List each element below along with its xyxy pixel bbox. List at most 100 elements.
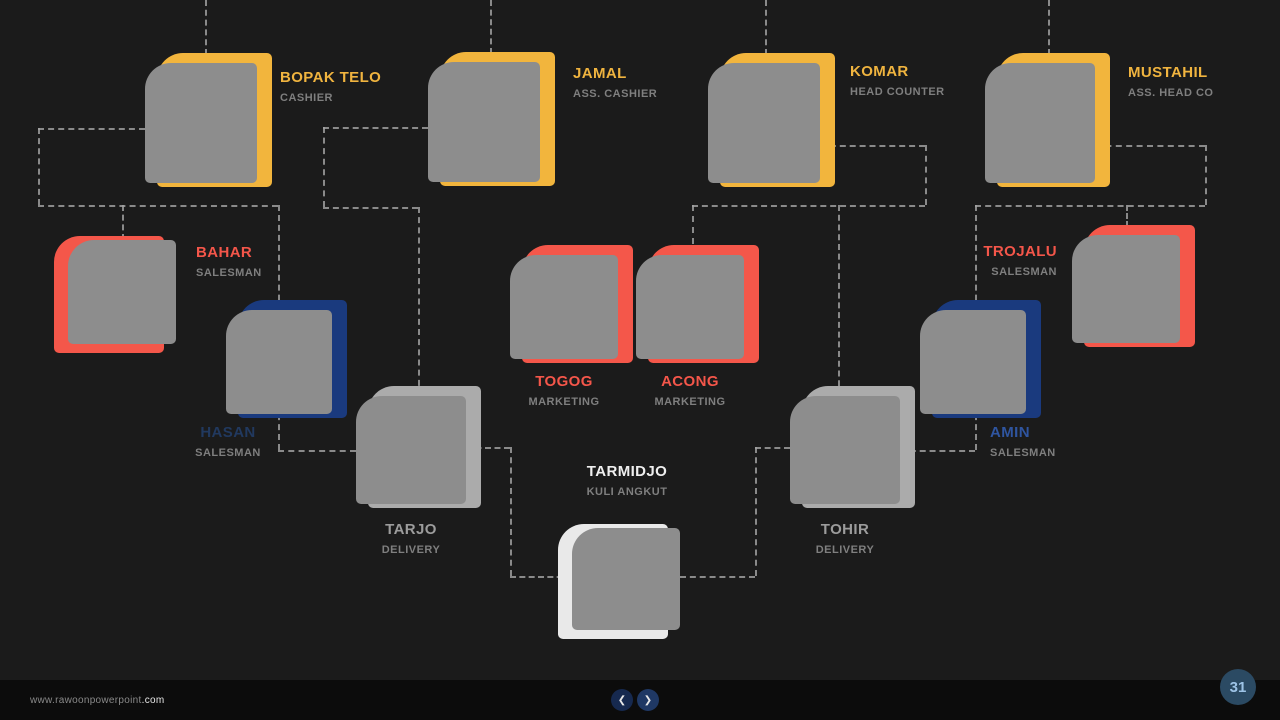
connector-line [1126, 205, 1128, 235]
connector-line [122, 205, 124, 240]
label-komar: KOMAR HEAD COUNTER [850, 63, 945, 98]
node-name: BAHAR [196, 244, 253, 261]
connector-line [692, 205, 925, 207]
node-role: HEAD COUNTER [850, 85, 945, 98]
label-tarmidjo: TARMIDJO KULI ANGKUT [563, 463, 691, 498]
connector-line [838, 205, 840, 396]
connector-line [38, 128, 40, 205]
node-photo-placeholder [708, 63, 820, 183]
connector-line [510, 576, 572, 578]
connector-line [323, 127, 428, 129]
node-photo-placeholder [356, 396, 466, 504]
node-role: SALESMAN [991, 265, 1057, 278]
connector-line [38, 128, 145, 130]
org-node-mustahil [985, 53, 1110, 187]
connector-line [418, 207, 420, 396]
node-photo-placeholder [636, 255, 744, 359]
node-name: TARJO [385, 521, 437, 538]
org-node-hasan [226, 300, 347, 418]
node-name: JAMAL [573, 65, 627, 82]
node-role: ASS. HEAD CO [1128, 86, 1214, 99]
connector-line [323, 207, 418, 209]
node-name: TARMIDJO [586, 463, 668, 480]
node-role: MARKETING [654, 395, 726, 408]
footer-url-base: www.rawoonpowerpoint [30, 695, 142, 706]
org-node-bopak-telo [145, 53, 272, 187]
label-trojalu: TROJALU SALESMAN [925, 243, 1057, 278]
org-node-amin [920, 300, 1041, 418]
node-name: BOPAK TELO [280, 69, 382, 86]
node-role: SALESMAN [195, 446, 261, 459]
node-photo-placeholder [572, 528, 680, 630]
node-name: TOGOG [535, 373, 593, 390]
node-name: HASAN [200, 424, 256, 441]
node-role: CASHIER [280, 91, 334, 104]
node-role: KULI ANGKUT [586, 485, 668, 498]
connector-line [205, 0, 207, 55]
node-photo-placeholder [510, 255, 618, 359]
connector-line [755, 447, 757, 576]
label-tohir: TOHIR DELIVERY [788, 521, 902, 556]
connector-line [1048, 0, 1050, 55]
label-amin: AMIN SALESMAN [990, 424, 1056, 459]
label-bahar: BAHAR SALESMAN [196, 244, 262, 279]
label-togog: TOGOG MARKETING [508, 373, 620, 408]
node-photo-placeholder [1072, 235, 1180, 343]
next-slide-button[interactable]: ❯ [637, 689, 659, 711]
node-name: TOHIR [820, 521, 870, 538]
label-jamal: JAMAL ASS. CASHIER [573, 65, 658, 100]
connector-line [466, 447, 510, 449]
connector-line [925, 145, 927, 205]
node-role: SALESMAN [196, 266, 262, 279]
node-name: ACONG [661, 373, 719, 390]
label-tarjo: TARJO DELIVERY [354, 521, 468, 556]
footer-url-tld: .com [141, 695, 165, 706]
node-role: DELIVERY [381, 543, 441, 556]
label-mustahil: MUSTAHIL ASS. HEAD CO [1128, 64, 1214, 99]
node-role: SALESMAN [990, 446, 1056, 459]
node-photo-placeholder [790, 396, 900, 504]
org-node-acong [636, 245, 759, 363]
connector-line [1205, 145, 1207, 205]
footer-url: www.rawoonpowerpoint.com [30, 695, 165, 706]
connector-line [323, 127, 325, 207]
connector-line [765, 0, 767, 55]
node-role: MARKETING [528, 395, 600, 408]
node-photo-placeholder [920, 310, 1026, 414]
page-number-badge: 31 [1220, 669, 1256, 705]
node-role: ASS. CASHIER [573, 87, 658, 100]
org-node-jamal [428, 52, 555, 186]
prev-slide-button[interactable]: ❮ [611, 689, 633, 711]
org-node-togog [510, 245, 633, 363]
connector-line [680, 576, 755, 578]
slide-nav: ❮ ❯ [611, 689, 659, 711]
node-photo-placeholder [985, 63, 1095, 183]
node-name: AMIN [990, 424, 1030, 441]
connector-line [490, 0, 492, 54]
connector-line [820, 145, 925, 147]
connector-line [755, 447, 790, 449]
connector-line [38, 205, 278, 207]
org-node-tarmidjo [558, 524, 680, 639]
label-acong: ACONG MARKETING [634, 373, 746, 408]
org-node-bahar [54, 236, 176, 353]
chevron-right-icon: ❯ [643, 694, 653, 706]
node-photo-placeholder [226, 310, 332, 414]
node-photo-placeholder [145, 63, 257, 183]
connector-line [510, 447, 512, 576]
connector-line [900, 450, 975, 452]
connector-line [1095, 145, 1205, 147]
node-name: KOMAR [850, 63, 909, 80]
chevron-left-icon: ❮ [617, 694, 627, 706]
connector-line [692, 205, 694, 255]
node-name: MUSTAHIL [1128, 64, 1208, 81]
connector-line [278, 450, 356, 452]
page-number: 31 [1229, 678, 1247, 696]
node-photo-placeholder [68, 240, 176, 344]
node-name: TROJALU [983, 243, 1057, 260]
label-hasan: HASAN SALESMAN [176, 424, 280, 459]
label-bopak-telo: BOPAK TELO CASHIER [280, 69, 382, 104]
org-node-komar [708, 53, 835, 187]
org-node-trojalu [1072, 225, 1195, 347]
